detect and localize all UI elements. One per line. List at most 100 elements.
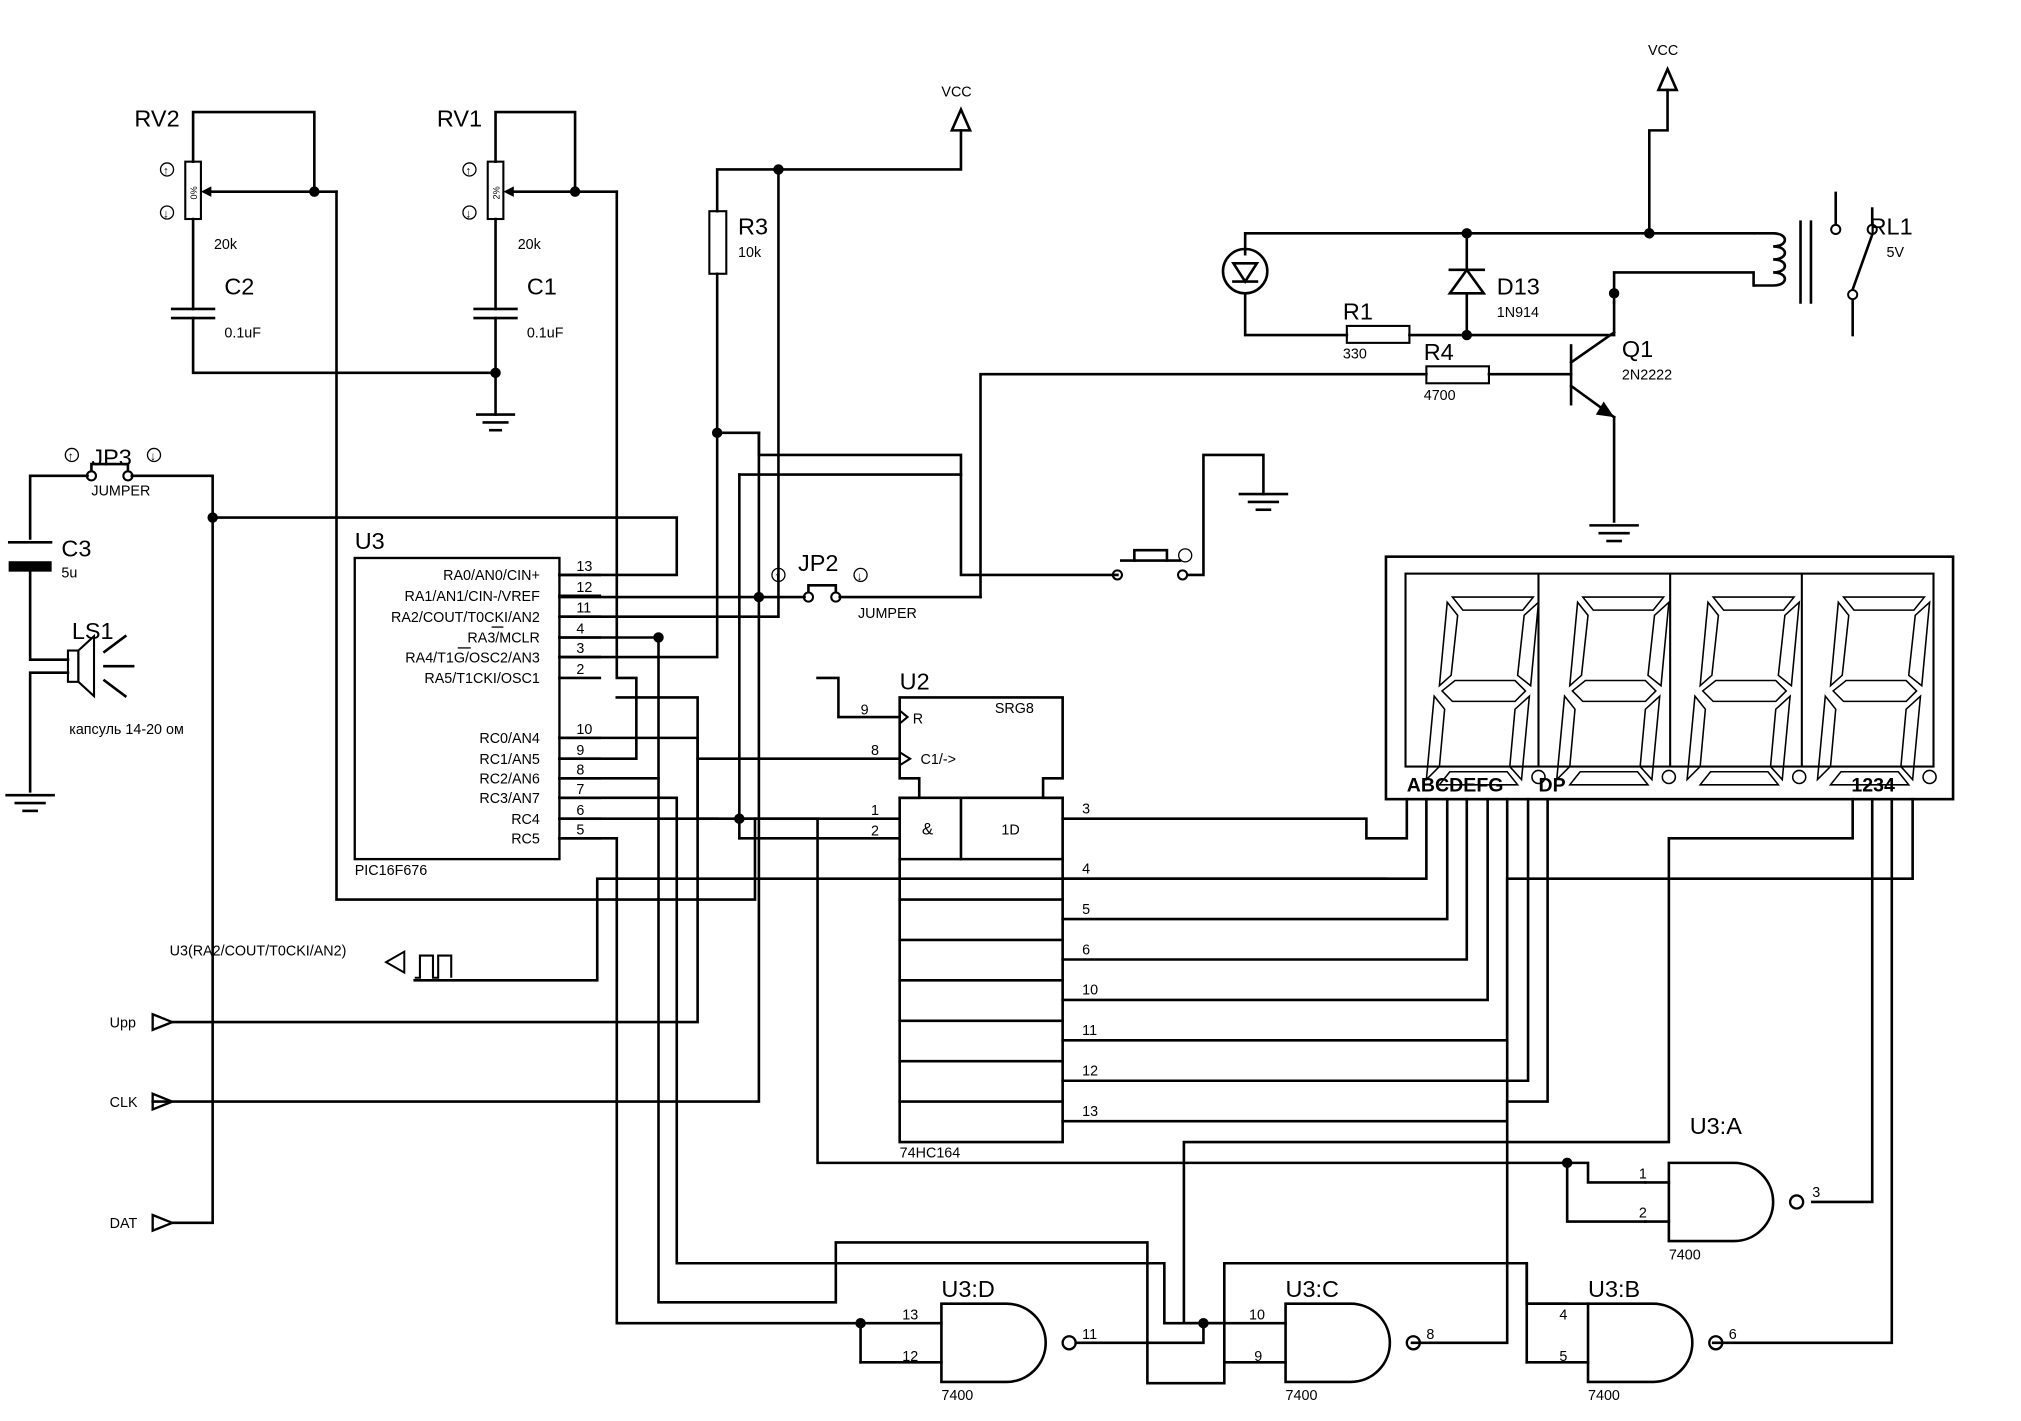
svg-text:↓: ↓: [466, 208, 472, 221]
display-wiring: [1061, 797, 1914, 1345]
c2-value: 0.1uF: [224, 326, 261, 342]
vcc-left: VCC: [715, 84, 973, 213]
gate-b-pin6: 6: [1729, 1327, 1737, 1343]
u2-output-pin: 3: [1082, 801, 1090, 817]
u3-pin-number: 3: [576, 641, 584, 657]
gate-b: U3:B 7400 4 5 6: [1525, 1261, 1737, 1404]
port-dat: DAT: [110, 1213, 214, 1233]
q1-transistor: Q1 2N2222: [1569, 301, 1672, 543]
q1-part: 2N2222: [1622, 367, 1672, 383]
u2-r-label: R: [913, 712, 923, 728]
r1-label: R1: [1343, 298, 1373, 324]
u3-pin-number: 12: [576, 580, 592, 596]
svg-text:↑: ↑: [163, 165, 169, 178]
c3-capacitor: C3 5u: [7, 536, 91, 661]
vcc2-label: VCC: [1648, 43, 1678, 59]
r4-resistor: R4 4700: [979, 339, 1573, 599]
gate-c-pin10: 10: [1249, 1307, 1265, 1323]
r3-resistor: R3 10k: [708, 210, 768, 439]
ls1-label: LS1: [72, 618, 114, 644]
u3-pin-number: 10: [576, 722, 592, 738]
u3-pin-number: 6: [576, 803, 584, 819]
svg-text:↓: ↓: [857, 570, 863, 583]
jp2-jumper: JP2 JUMPER ↑ ↓: [558, 550, 982, 622]
port-dat-label: DAT: [110, 1216, 138, 1232]
gate-d-label: U3:D: [941, 1276, 994, 1302]
u3-pin-number: 5: [576, 822, 584, 838]
c3-value: 5u: [61, 566, 77, 582]
rv2-label: RV2: [134, 105, 179, 131]
u3-pin-label: RC0/AN4: [479, 731, 540, 747]
probe-generator: U3(RA2/COUT/T0CKI/AN2): [170, 877, 1388, 982]
gate-a: U3:A 7400 1 2 3: [1639, 1113, 1820, 1263]
q1-label: Q1: [1622, 336, 1653, 362]
seven-segment-display: ABCDEFG DP 1234: [1384, 555, 1955, 801]
u3-part: PIC16F676: [355, 863, 428, 879]
jp3-type: JUMPER: [91, 483, 150, 499]
gate-a-part: 7400: [1669, 1247, 1701, 1263]
u2-output-pin: 4: [1082, 861, 1090, 877]
u3-pin-label: RA5/T1CKI/OSC1: [424, 671, 539, 687]
r3-label: R3: [738, 214, 768, 240]
probe-label: U3(RA2/COUT/T0CKI/AN2): [170, 944, 347, 960]
c1-capacitor: C1 0.1uF: [473, 274, 564, 432]
u3-pin-label: RC5: [511, 831, 540, 847]
u2-output-pin: 10: [1082, 983, 1098, 999]
r4-value: 4700: [1424, 388, 1456, 404]
u2-output-pin: 5: [1082, 902, 1090, 918]
display-dp-label: DP: [1538, 774, 1565, 796]
ls1-speaker: LS1 капсуль 14-20 ом: [5, 618, 184, 813]
port-upp-label: Upp: [110, 1015, 136, 1031]
gate-c-pin8: 8: [1426, 1327, 1434, 1343]
u3-pin-label: RA1/AN1/CIN-/VREF: [405, 589, 541, 605]
rl1-value: 5V: [1887, 245, 1905, 261]
gate-c-pin9: 9: [1254, 1349, 1262, 1365]
c2-label: C2: [224, 274, 254, 300]
u3-microcontroller: U3 PIC16F676 RA0/AN0/CIN+13RA1/AN1/CIN-/…: [353, 528, 602, 879]
r4-label: R4: [1424, 339, 1454, 365]
gate-d-pin13: 13: [902, 1307, 918, 1323]
ls1-desc: капсуль 14-20 ом: [69, 722, 184, 738]
rv1-value: 20k: [518, 237, 542, 253]
u2-pin-b: 2: [871, 824, 879, 840]
led-indicator: [1221, 247, 1349, 337]
u3-pin-number: 4: [576, 622, 584, 638]
u2-output-pin: 12: [1082, 1064, 1098, 1080]
c3-label: C3: [61, 536, 91, 562]
gate-d-pin11: 11: [1082, 1327, 1097, 1343]
c1-label: C1: [527, 274, 557, 300]
jp2-type: JUMPER: [858, 606, 917, 622]
gate-d-pin12: 12: [902, 1349, 918, 1365]
u2-pin-clk: 8: [871, 743, 879, 759]
u3-pin-label: RA0/AN0/CIN+: [443, 568, 540, 584]
u2-clk-label: C1/->: [921, 752, 956, 768]
d13-label: D13: [1497, 274, 1540, 300]
gate-b-pin5: 5: [1559, 1349, 1567, 1365]
u3-pin-label: RC1/AN5: [479, 752, 540, 768]
u2-d-label: 1D: [1001, 822, 1019, 838]
gate-a-pin3: 3: [1812, 1185, 1820, 1201]
u3-pin-number: 8: [576, 762, 584, 778]
jp3-label: JP3: [91, 444, 131, 470]
rl1-label: RL1: [1870, 214, 1913, 240]
digit-1: [1425, 596, 1546, 786]
r3-value: 10k: [738, 245, 762, 261]
u3-pin-label: RC2/AN6: [479, 772, 540, 788]
u2-shift-register: U2 SRG8 R C1/-> & 1D 74HC164 9 8 1 2 345…: [861, 669, 1099, 1162]
u3-pin-label: RC4: [511, 812, 540, 828]
gate-d: U3:D 7400 13 12 11: [855, 1276, 1205, 1404]
u3-pin-number: 7: [576, 782, 584, 798]
gate-b-pin4: 4: [1559, 1307, 1567, 1323]
u3-pin-label: RA4/T1G/OSC2/AN3: [405, 650, 540, 666]
u2-output-pin: 6: [1082, 942, 1090, 958]
svg-text:↓: ↓: [150, 450, 156, 463]
d13-part: 1N914: [1497, 305, 1539, 321]
vcc-label: VCC: [941, 84, 971, 100]
u2-part: 74HC164: [900, 1146, 961, 1162]
u3-pin-list: RA0/AN0/CIN+13RA1/AN1/CIN-/VREF12RA2/COU…: [391, 559, 602, 847]
rv2-group: RV2 0% 20k ↑ ↓: [134, 105, 338, 311]
u2-pin-r: 9: [861, 702, 869, 718]
display-segment-labels: ABCDEFG: [1407, 774, 1504, 796]
